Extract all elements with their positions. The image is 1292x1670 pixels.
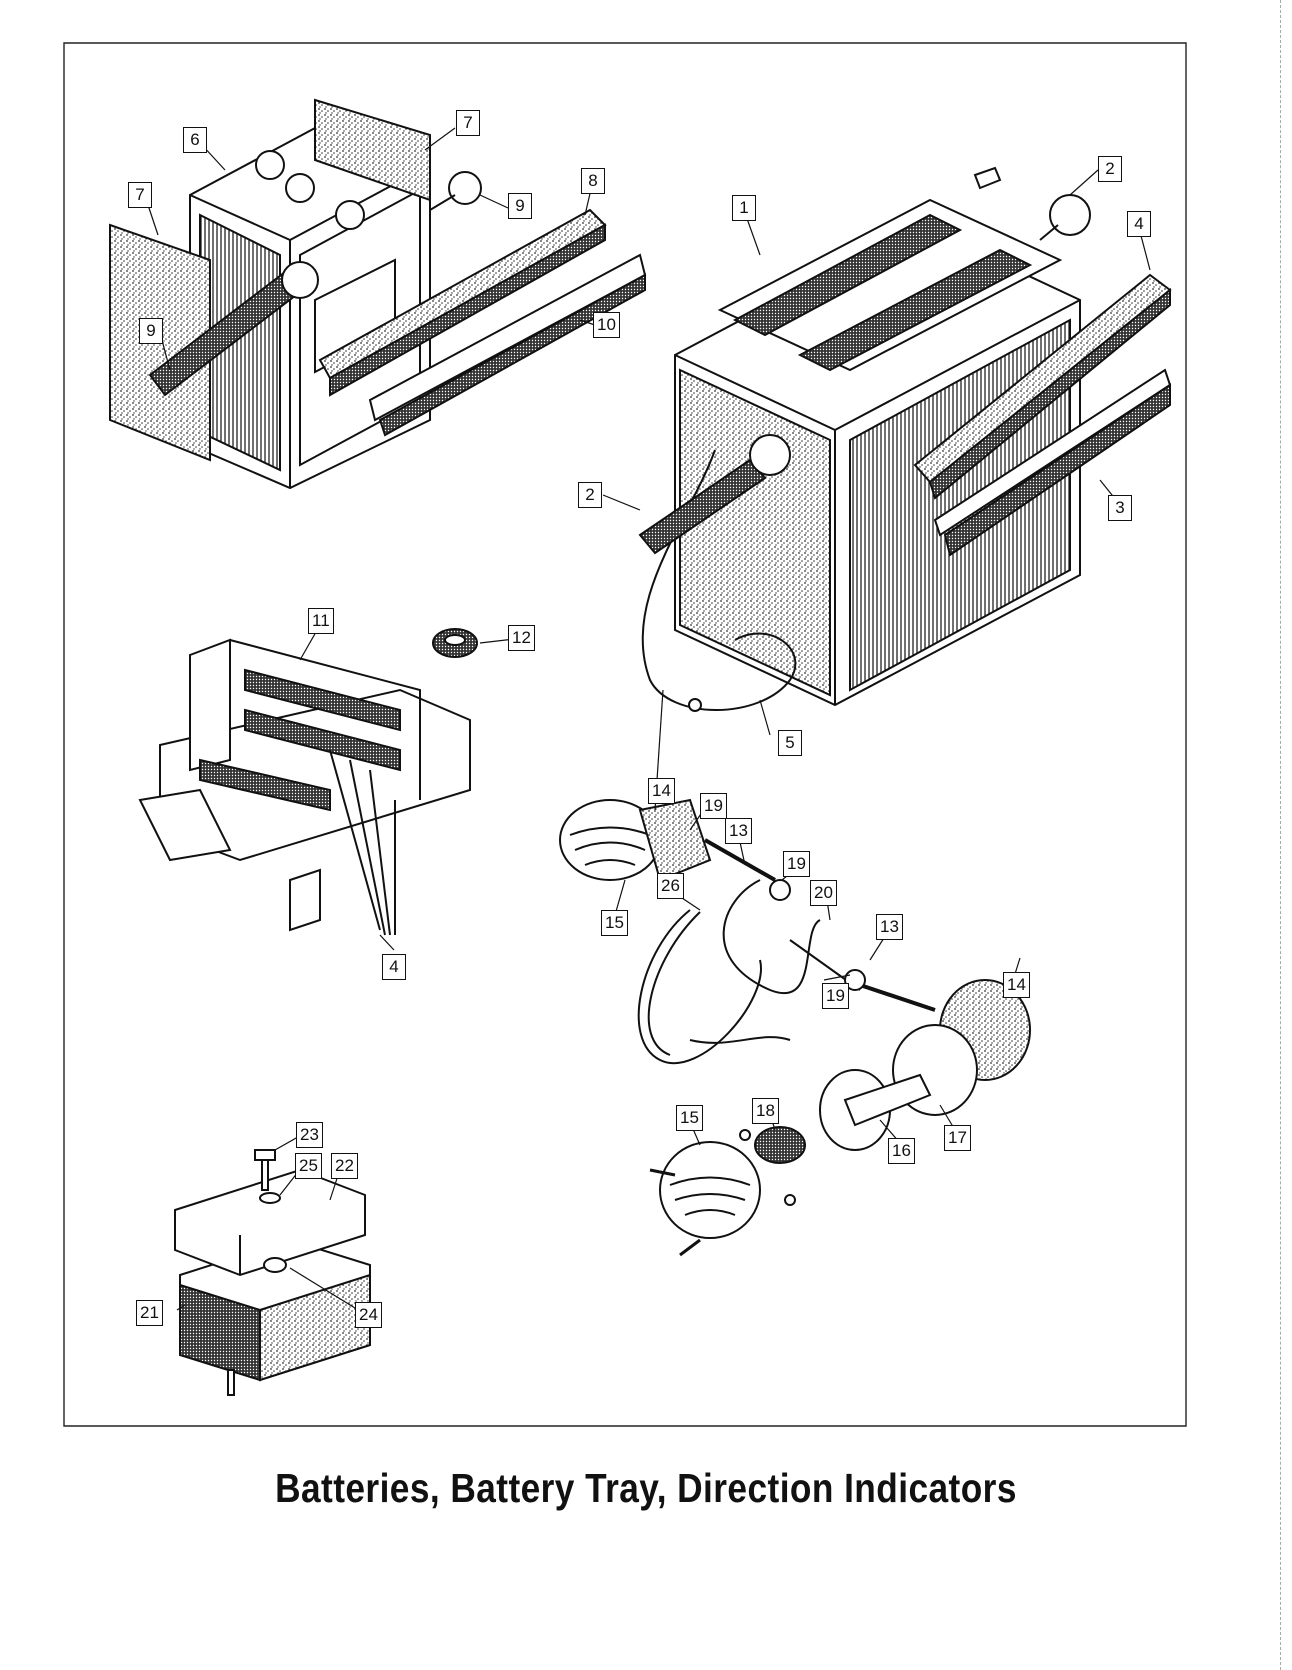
- battery-strip-4: [913, 273, 1172, 500]
- callout-25: 25: [295, 1153, 322, 1179]
- callout-2: 2: [1098, 156, 1122, 182]
- callout-21: 21: [136, 1300, 163, 1326]
- callout-22: 22: [331, 1153, 358, 1179]
- callout-17: 17: [944, 1125, 971, 1151]
- callout-19: 19: [700, 793, 727, 819]
- callout-20: 20: [810, 880, 837, 906]
- page-frame: [63, 42, 1187, 1427]
- battery-norton-drawing: [674, 166, 1081, 707]
- callout-4: 4: [382, 954, 406, 980]
- scan-mark-right-edge: [1280, 0, 1281, 1670]
- callout-4: 4: [1127, 211, 1151, 237]
- indicator-lower: [649, 969, 1031, 1257]
- battery-strip-10: [368, 253, 647, 437]
- callout-6: 6: [183, 127, 207, 153]
- callout-18: 18: [752, 1098, 779, 1124]
- callout-24: 24: [355, 1302, 382, 1328]
- callout-10: 10: [593, 312, 620, 338]
- battery-strip-8: [318, 208, 607, 397]
- callout-14: 14: [648, 778, 675, 804]
- callout-7: 7: [128, 182, 152, 208]
- callout-26: 26: [657, 873, 684, 899]
- callout-16: 16: [888, 1138, 915, 1164]
- callout-7: 7: [456, 110, 480, 136]
- battery-strap-right: [638, 194, 1091, 555]
- callout-11: 11: [308, 608, 334, 634]
- flasher-unit-drawing: [174, 1149, 371, 1396]
- callout-2: 2: [578, 482, 602, 508]
- figure-caption: Batteries, Battery Tray, Direction Indic…: [275, 1465, 1017, 1511]
- callout-8: 8: [581, 168, 605, 194]
- callout-13: 13: [725, 818, 752, 844]
- callout-23: 23: [296, 1122, 323, 1148]
- battery-strip-3: [933, 368, 1172, 557]
- callout-12: 12: [508, 625, 535, 651]
- battery-pad-top: [314, 98, 431, 202]
- callout-14: 14: [1003, 972, 1030, 998]
- indicator-wiring-26: [637, 879, 861, 1064]
- callout-13: 13: [876, 914, 903, 940]
- callout-3: 3: [1108, 495, 1132, 521]
- callout-15: 15: [676, 1105, 703, 1131]
- indicator-upper: [559, 798, 791, 901]
- callout-1: 1: [732, 195, 756, 221]
- callout-9: 9: [508, 193, 532, 219]
- callout-19: 19: [822, 983, 849, 1009]
- callout-9: 9: [139, 318, 163, 344]
- callout-5: 5: [778, 730, 802, 756]
- battery-tray-drawing: [138, 638, 471, 936]
- callout-15: 15: [601, 910, 628, 936]
- callout-19: 19: [783, 851, 810, 877]
- battery-strap-left: [148, 171, 482, 397]
- grommet-12: [432, 628, 478, 658]
